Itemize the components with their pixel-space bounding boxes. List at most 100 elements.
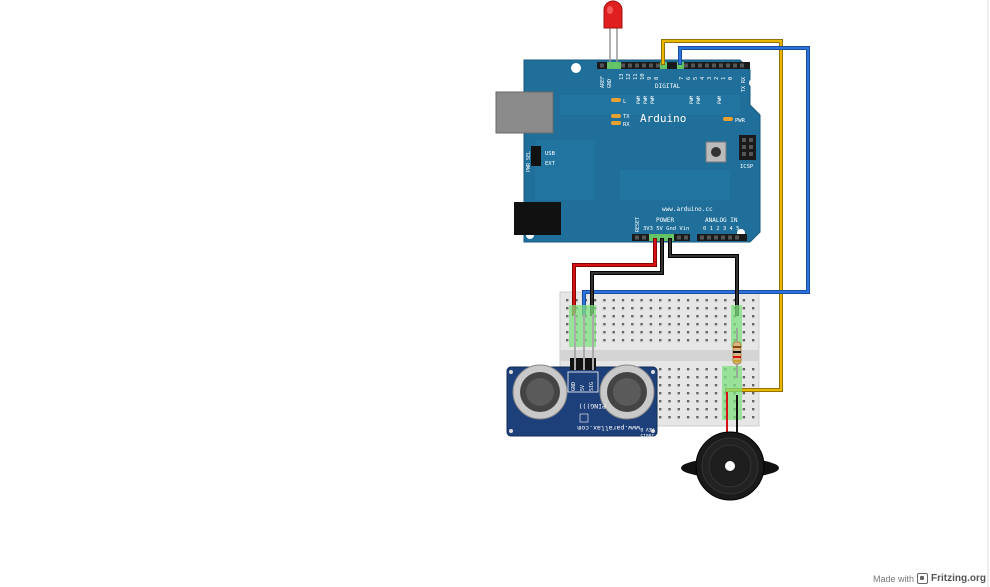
breadboard-hole <box>696 368 699 371</box>
breadboard-hole <box>668 416 671 419</box>
breadboard-hole <box>649 331 653 334</box>
pwm-label: PWM <box>717 96 723 104</box>
breadboard-hole <box>752 331 755 334</box>
tx-led-label: TX <box>623 114 630 120</box>
breadboard-hole <box>752 315 755 318</box>
breadboard-hole <box>640 315 643 318</box>
breadboard-hole <box>705 339 708 342</box>
breadboard-hole <box>686 331 690 334</box>
breadboard-hole <box>686 408 690 411</box>
digital-pin-label: 12 <box>626 73 632 80</box>
breadboard-hole <box>724 307 727 310</box>
tx-led-icon <box>611 114 621 118</box>
breadboard-hole <box>603 315 606 318</box>
breadboard-hole <box>705 400 708 403</box>
breadboard-hole <box>696 392 699 395</box>
breadboard-hole <box>668 299 671 302</box>
breadboard-hole <box>714 392 718 395</box>
breadboard-hole <box>752 384 755 387</box>
breadboard-hole <box>621 315 625 318</box>
digital-pin-label: 6 <box>686 77 692 80</box>
mounting-hole <box>571 63 581 73</box>
breadboard-hole <box>603 339 606 342</box>
breadboard-hole <box>705 368 708 371</box>
breadboard-hole <box>668 384 671 387</box>
resistor <box>732 328 742 378</box>
breadboard-hole <box>696 323 699 326</box>
breadboard-hole <box>640 299 643 302</box>
usb-label: USB <box>545 151 556 157</box>
breadboard-hole <box>640 339 643 342</box>
breadboard-hole <box>742 315 746 318</box>
sensor-code: 28015 <box>640 432 654 438</box>
breadboard-hole <box>659 384 662 387</box>
breadboard-hole <box>696 299 699 302</box>
breadboard-hole <box>686 416 690 419</box>
digital-pin-label: 5 <box>693 77 699 80</box>
pin-marker <box>677 62 684 69</box>
pwr-led-label: PWR <box>735 118 746 124</box>
breadboard-hole <box>714 376 718 379</box>
breadboard-hole <box>686 400 690 403</box>
digital-pin-label: 4 <box>700 76 706 80</box>
breadboard-hole <box>742 339 746 342</box>
usb-connector <box>495 91 554 134</box>
breadboard-hole <box>659 392 662 395</box>
breadboard-hole <box>714 416 718 419</box>
breadboard-hole <box>566 299 569 302</box>
breadboard-hole <box>714 400 718 403</box>
breadboard-hole <box>677 339 680 342</box>
breadboard-hole <box>724 339 727 342</box>
digital-pin-label: 9 <box>647 77 653 80</box>
breadboard-hole <box>668 339 671 342</box>
breadboard-hole <box>677 400 680 403</box>
breadboard-hole <box>659 323 662 326</box>
black-wire-core <box>669 239 738 315</box>
sensor-pin-sig: SIG <box>589 382 595 391</box>
breadboard-hole <box>742 392 746 395</box>
breadboard-hole <box>659 368 662 371</box>
breadboard-hole <box>705 416 708 419</box>
digital-header <box>597 62 750 69</box>
breadboard-hole <box>575 299 578 302</box>
breadboard-hole <box>696 400 699 403</box>
board-name: Arduino <box>640 112 686 125</box>
breadboard-hole <box>742 307 746 310</box>
breadboard-hole <box>631 339 634 342</box>
connected-column-highlight <box>569 305 596 347</box>
breadboard-hole <box>612 315 615 318</box>
breadboard-hole <box>752 368 755 371</box>
rx-led-label: RX <box>623 122 630 128</box>
breadboard-hole <box>621 323 625 326</box>
fritzing-brand: Fritzing.org <box>931 573 986 584</box>
breadboard-hole <box>668 408 671 411</box>
breadboard-hole <box>668 315 671 318</box>
breadboard-hole <box>649 307 653 310</box>
breadboard-hole <box>705 408 708 411</box>
breadboard-hole <box>631 331 634 334</box>
breadboard-hole <box>705 392 708 395</box>
sensor-rev: REV B <box>640 426 654 432</box>
txrx-label: TX RX <box>741 77 747 92</box>
gnd-label: GND <box>607 79 613 88</box>
made-with-label: Made with <box>872 573 914 584</box>
breadboard-hole <box>659 315 662 318</box>
ping-sensor: GND 5V SIG PING))) www.parallax.com 2801… <box>506 314 658 438</box>
icsp-header <box>739 135 756 160</box>
pwm-label: PWM <box>643 96 649 104</box>
digital-pin-label: 3 <box>707 77 713 80</box>
breadboard-hole <box>593 299 597 302</box>
digital-pin-label: 2 <box>714 77 720 80</box>
blue-wire <box>582 46 810 316</box>
pwr-led-icon <box>723 117 733 121</box>
red-led <box>603 0 623 62</box>
breadboard-hole <box>696 307 699 310</box>
breadboard-hole <box>714 307 718 310</box>
breadboard-hole <box>705 307 708 310</box>
breadboard-hole <box>659 307 662 310</box>
power-pins-label: 3V3 5V Gnd Vin <box>643 226 689 232</box>
breadboard-hole <box>621 339 625 342</box>
yellow-wire <box>661 39 783 392</box>
breadboard-hole <box>686 323 690 326</box>
digital-pin-label: 11 <box>633 73 639 80</box>
